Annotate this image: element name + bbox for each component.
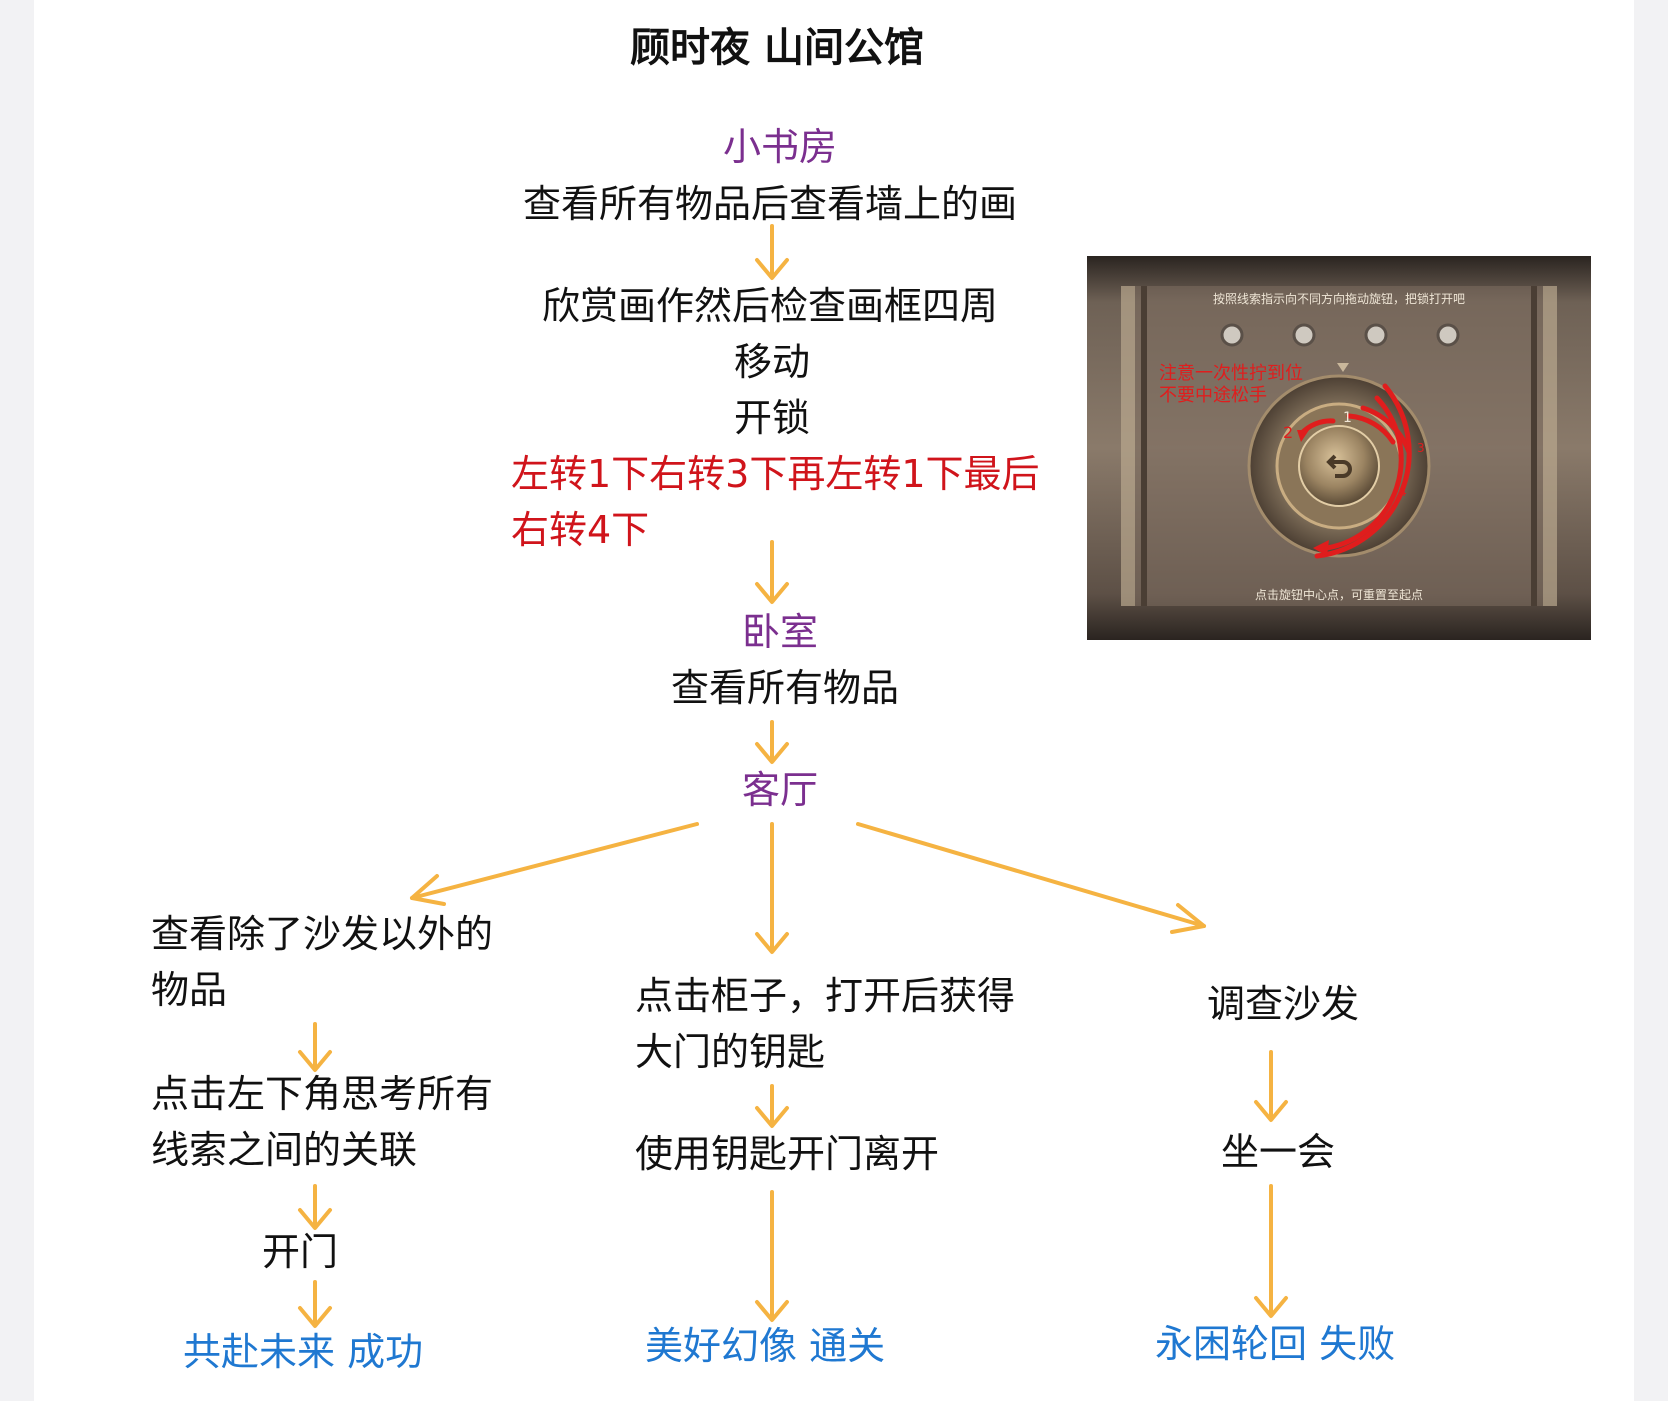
middle-step-1-line-1: 点击柜子，打开后获得 <box>635 974 1015 1020</box>
arrow-branch-middle <box>757 824 787 952</box>
right-step-2: 坐一会 <box>1221 1130 1335 1176</box>
puzzle-reset-hint: 点击旋钮中心点，可重置至起点 <box>1087 586 1591 603</box>
arrow-bedroom <box>757 722 787 762</box>
diagram-title: 顾时夜 山间公馆 <box>577 24 977 72</box>
lock-instruction-line-1: 左转1下右转3下再左转1下最后 <box>511 452 1040 498</box>
left-step-3: 开门 <box>262 1230 338 1276</box>
puzzle-note-line-1: 注意一次性拧到位 <box>1159 363 1303 385</box>
dial-label-3: 3 <box>1417 441 1425 455</box>
ending-left: 共赴未来 成功 <box>183 1330 423 1376</box>
lock-puzzle-screenshot: 2 1 3 4 按照线索指示向不同方向拖动旋钮，把锁打开吧 注意一次性拧到位 不… <box>1087 256 1591 640</box>
arrow-right-2 <box>1256 1186 1286 1316</box>
arrow-branch-right <box>858 824 1204 932</box>
left-step-2-line-2: 线索之间的关联 <box>151 1128 417 1174</box>
lock-puzzle-art: 2 1 3 4 <box>1087 256 1591 640</box>
arrow-right-1 <box>1256 1052 1286 1120</box>
dial-label-1: 1 <box>1343 410 1352 426</box>
left-step-1-line-1: 查看除了沙发以外的 <box>151 912 493 958</box>
left-step-1-line-2: 物品 <box>151 968 227 1014</box>
bedroom-step-1: 查看所有物品 <box>570 666 1000 712</box>
dial-label-4: 4 <box>1399 485 1407 499</box>
arrow-left-3 <box>300 1282 330 1326</box>
location-study: 小书房 <box>580 125 980 171</box>
study-step-1: 查看所有物品后查看墙上的画 <box>470 182 1070 228</box>
arrow-left-2 <box>300 1186 330 1228</box>
arrow-middle-2 <box>757 1192 787 1320</box>
study-step-4: 开锁 <box>620 396 924 442</box>
middle-step-1-line-2: 大门的钥匙 <box>635 1030 825 1076</box>
right-step-1: 调查沙发 <box>1207 982 1359 1028</box>
middle-step-2: 使用钥匙开门离开 <box>635 1132 939 1178</box>
puzzle-note-line-2: 不要中途松手 <box>1159 385 1267 407</box>
location-bedroom: 卧室 <box>580 610 980 656</box>
ending-middle: 美好幻像 通关 <box>645 1324 885 1370</box>
study-step-3: 移动 <box>620 340 924 386</box>
arrow-study-2 <box>757 542 787 602</box>
arrow-left-1 <box>300 1024 330 1070</box>
arrow-study-1 <box>757 226 787 278</box>
lock-instruction-line-2: 右转4下 <box>511 508 649 554</box>
ending-right: 永困轮回 失败 <box>1155 1322 1395 1368</box>
arrow-middle-1 <box>757 1086 787 1126</box>
puzzle-instruction-text: 按照线索指示向不同方向拖动旋钮，把锁打开吧 <box>1087 290 1591 307</box>
arrow-branch-left <box>412 824 697 904</box>
location-living-room: 客厅 <box>580 768 980 814</box>
dial-label-2: 2 <box>1283 423 1293 442</box>
left-step-2-line-1: 点击左下角思考所有 <box>151 1072 493 1118</box>
study-step-2: 欣赏画作然后检查画框四周 <box>470 284 1070 330</box>
